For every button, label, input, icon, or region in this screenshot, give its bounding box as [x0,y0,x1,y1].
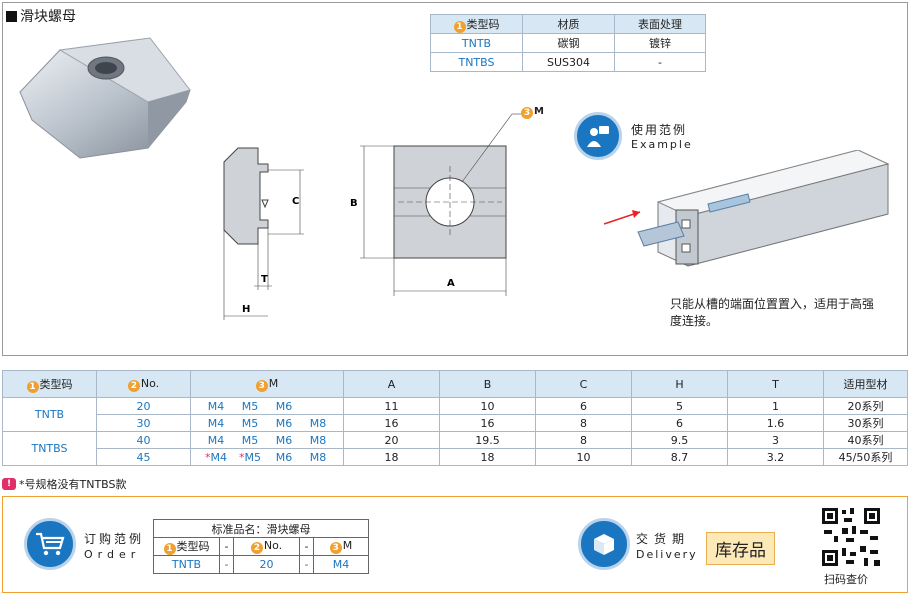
side-view-drawing: C T H [223,147,304,320]
spec-header-a: A [343,370,440,398]
usage-title: 使用范例 [631,123,688,137]
qr-label: 扫码查价 [824,573,868,586]
dim-a-label: A [447,278,455,289]
dim-t-label: T [261,274,268,285]
usage-illustration [603,150,890,267]
order-title-en: Order [84,548,141,561]
spec-header-profile: 适用型材 [823,370,908,398]
delivery-box-icon [578,518,630,570]
in-stock-badge: 库存品 [706,532,775,565]
spec-header-c: C [535,370,632,398]
footnote: ! *号规格没有TNTBS款 [2,476,127,492]
shopping-cart-icon [24,518,76,570]
spec-header-b: B [439,370,536,398]
spec-header-h: H [631,370,728,398]
spec-header-t: T [727,370,824,398]
dim-c-label: C [292,196,299,207]
order-title: 订购范例 [84,532,145,546]
table-row: TNTB - 20 - M4 [153,555,369,574]
usage-title-en: Example [631,138,693,151]
dim-b-label: B [350,198,358,209]
type-tntb: TNTB [2,397,97,432]
top-view-drawing: B A [350,113,526,296]
qr-code-icon[interactable] [820,506,882,568]
material-header-surface: 表面处理 [614,14,706,34]
product-photo [19,37,191,159]
table-row: TNTB 碳钢 镀锌 [430,33,706,53]
dim-h-label: H [242,304,250,315]
order-panel [2,496,908,593]
warning-icon: ! [2,478,16,490]
usage-note: 只能从槽的端面位置置入，适用于高强度连接。 [670,297,875,328]
product-panel [2,2,908,356]
usage-example-icon [574,112,622,160]
type-tntbs: TNTBS [2,431,97,466]
delivery-title: 交货期 [636,532,691,546]
material-header-material: 材质 [522,14,615,34]
table-row: TNTBS SUS304 - [430,52,706,72]
delivery-title-en: Delivery [636,548,698,561]
page-title: 滑块螺母 [6,6,76,26]
order-std-name: 标准品名：滑块螺母 [153,519,369,538]
title-square-icon [6,10,17,22]
